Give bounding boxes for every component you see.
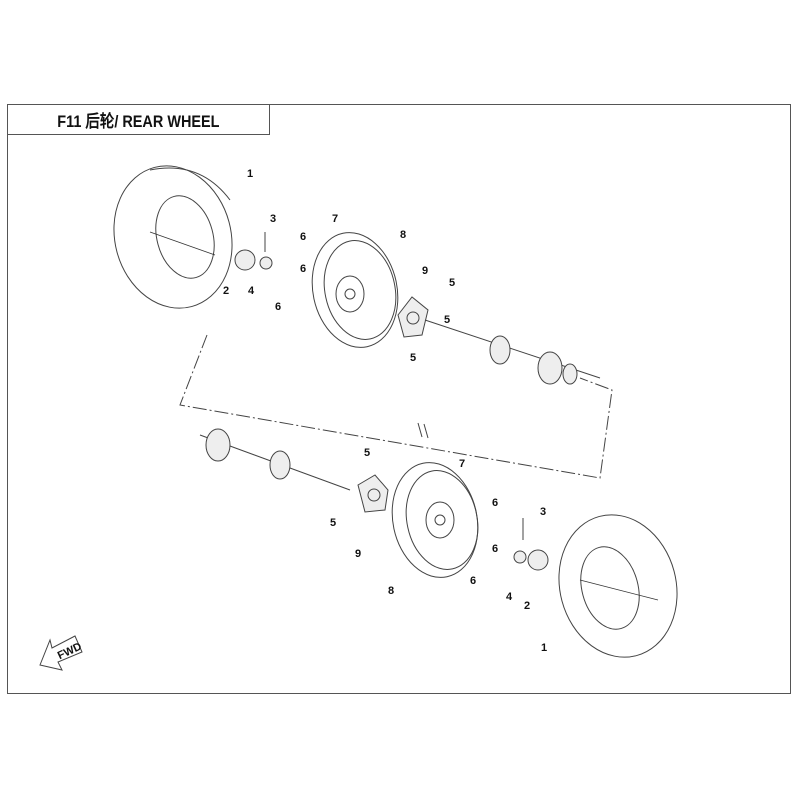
hub-flange-top bbox=[397, 296, 429, 338]
callout: 2 bbox=[223, 285, 229, 297]
callout: 6 bbox=[275, 301, 281, 313]
callout: 6 bbox=[470, 575, 476, 587]
callout: 1 bbox=[541, 642, 547, 654]
tire-bottom bbox=[558, 514, 678, 658]
drive-shaft-top bbox=[424, 319, 601, 385]
callouts-bottom: 5 7 6 3 5 9 6 8 6 4 2 1 bbox=[330, 447, 547, 654]
callout: 4 bbox=[506, 591, 513, 603]
tire-top bbox=[113, 165, 233, 309]
diagram-title: F11 后轮/ REAR WHEEL bbox=[57, 112, 220, 131]
callout: 4 bbox=[248, 285, 255, 297]
callout: 5 bbox=[330, 517, 336, 529]
callout: 8 bbox=[388, 585, 394, 597]
callout: 6 bbox=[300, 231, 306, 243]
callout: 7 bbox=[332, 213, 338, 225]
callout: 9 bbox=[355, 548, 361, 560]
callout: 5 bbox=[364, 447, 370, 459]
axis-link-lines bbox=[179, 334, 613, 479]
callout: 6 bbox=[492, 497, 498, 509]
callout: 7 bbox=[459, 458, 465, 470]
rim-bottom bbox=[391, 462, 479, 578]
callout: 5 bbox=[444, 314, 450, 326]
callout: 8 bbox=[400, 229, 406, 241]
hub-cap-bottom bbox=[513, 518, 549, 571]
callout: 6 bbox=[492, 543, 498, 555]
callout: 6 bbox=[300, 263, 306, 275]
callout: 9 bbox=[422, 265, 428, 277]
callout: 3 bbox=[540, 506, 546, 518]
drive-shaft-bottom bbox=[199, 428, 351, 491]
callout: 1 bbox=[247, 168, 253, 180]
callout: 3 bbox=[270, 213, 276, 225]
rim-top bbox=[311, 232, 399, 348]
title-box: F11 后轮/ REAR WHEEL bbox=[7, 104, 270, 135]
callouts-top: 1 3 7 6 8 6 9 5 2 4 6 5 5 bbox=[223, 168, 455, 364]
diagram-frame bbox=[7, 104, 791, 694]
callout: 5 bbox=[410, 352, 416, 364]
callout: 2 bbox=[524, 600, 530, 612]
callout: 5 bbox=[449, 277, 455, 289]
fwd-arrow-icon: FWD bbox=[39, 635, 84, 671]
hub-flange-bottom bbox=[357, 474, 389, 513]
hub-cap-top bbox=[234, 232, 273, 271]
